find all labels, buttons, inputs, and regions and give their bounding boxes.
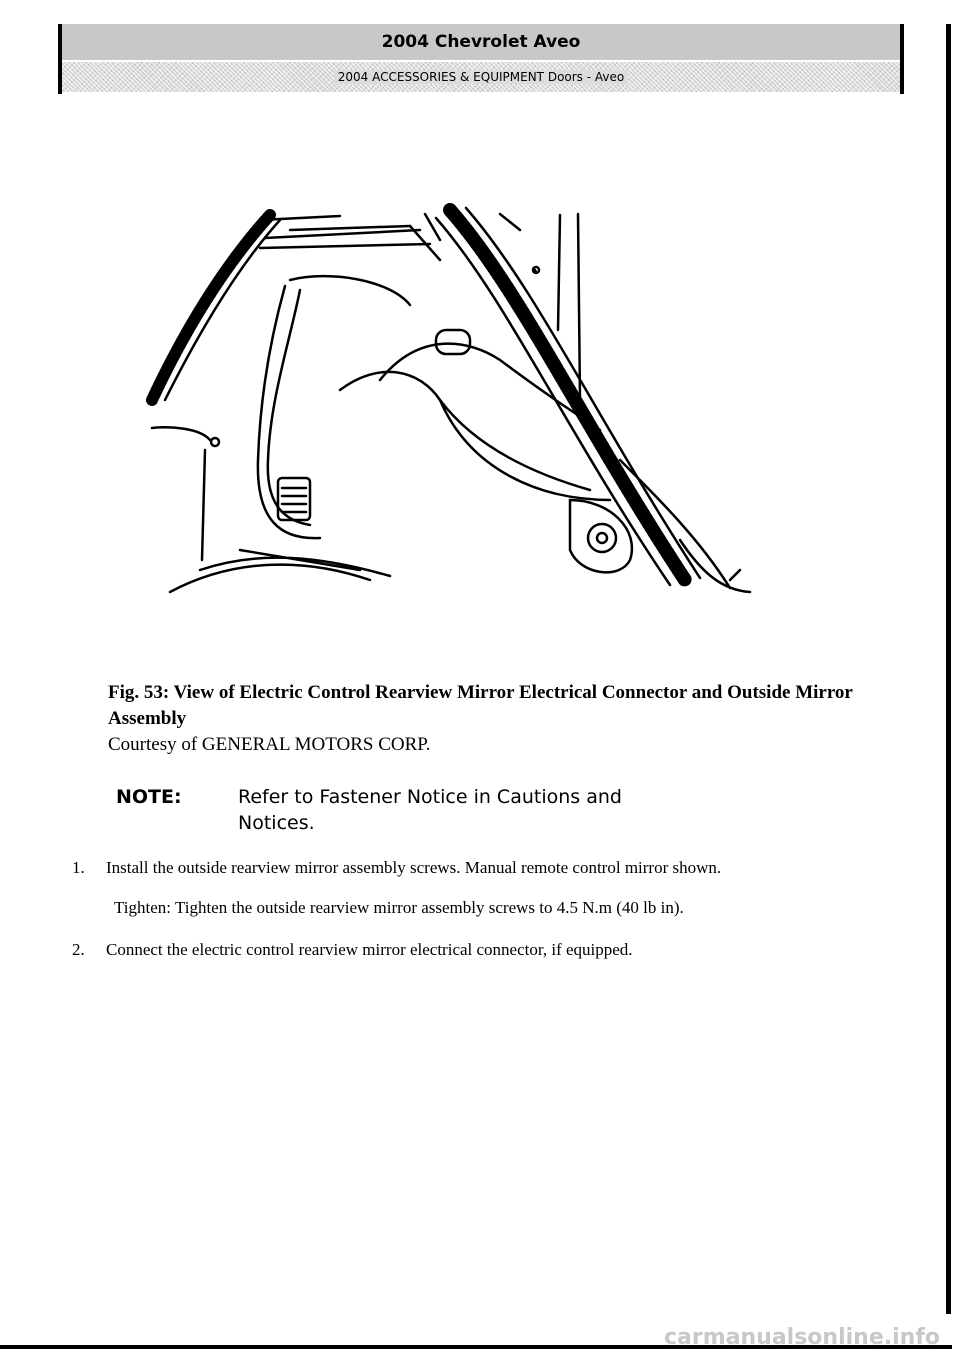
note-label: NOTE: xyxy=(116,786,182,808)
procedure-steps: 1. Install the outside rearview mirror a… xyxy=(72,856,892,980)
step-item: 1. Install the outside rearview mirror a… xyxy=(72,856,892,920)
tighten-spec: Tighten: Tighten the outside rearview mi… xyxy=(114,898,684,917)
mirror-assembly-illustration xyxy=(146,203,752,594)
caption-courtesy: Courtesy of GENERAL MOTORS CORP. xyxy=(108,734,431,755)
caption-title: Fig. 53: View of Electric Control Rearvi… xyxy=(108,682,853,729)
step-text: Connect the electric control rearview mi… xyxy=(106,940,633,959)
mirror-mount-opening xyxy=(434,328,472,356)
step-text: Install the outside rearview mirror asse… xyxy=(106,858,722,877)
note-block: NOTE: Refer to Fastener Notice in Cautio… xyxy=(116,784,836,836)
header-subtitle: 2004 ACCESSORIES & EQUIPMENT Doors - Ave… xyxy=(333,70,629,84)
door-weatherstrip-left xyxy=(146,209,276,406)
header-subtitle-bar: 2004 ACCESSORIES & EQUIPMENT Doors - Ave… xyxy=(62,62,900,92)
note-text: Refer to Fastener Notice in Cautions and… xyxy=(238,786,622,834)
step-item: 2. Connect the electric control rearview… xyxy=(72,938,892,962)
watermark: carmanualsonline.info xyxy=(664,1325,940,1350)
step-number: 2. xyxy=(72,940,85,959)
mirror-screw xyxy=(586,522,618,554)
door-weatherstrip-right xyxy=(443,203,692,587)
figure-caption: Fig. 53: View of Electric Control Rearvi… xyxy=(108,680,868,758)
page-border-right xyxy=(946,24,951,1314)
page-border-bottom xyxy=(0,1345,952,1349)
header-title: 2004 Chevrolet Aveo xyxy=(62,24,900,62)
door-bottom-edge xyxy=(168,548,392,594)
electrical-connector xyxy=(276,476,312,522)
step-number: 1. xyxy=(72,858,85,877)
document-header: 2004 Chevrolet Aveo 2004 ACCESSORIES & E… xyxy=(58,24,904,94)
